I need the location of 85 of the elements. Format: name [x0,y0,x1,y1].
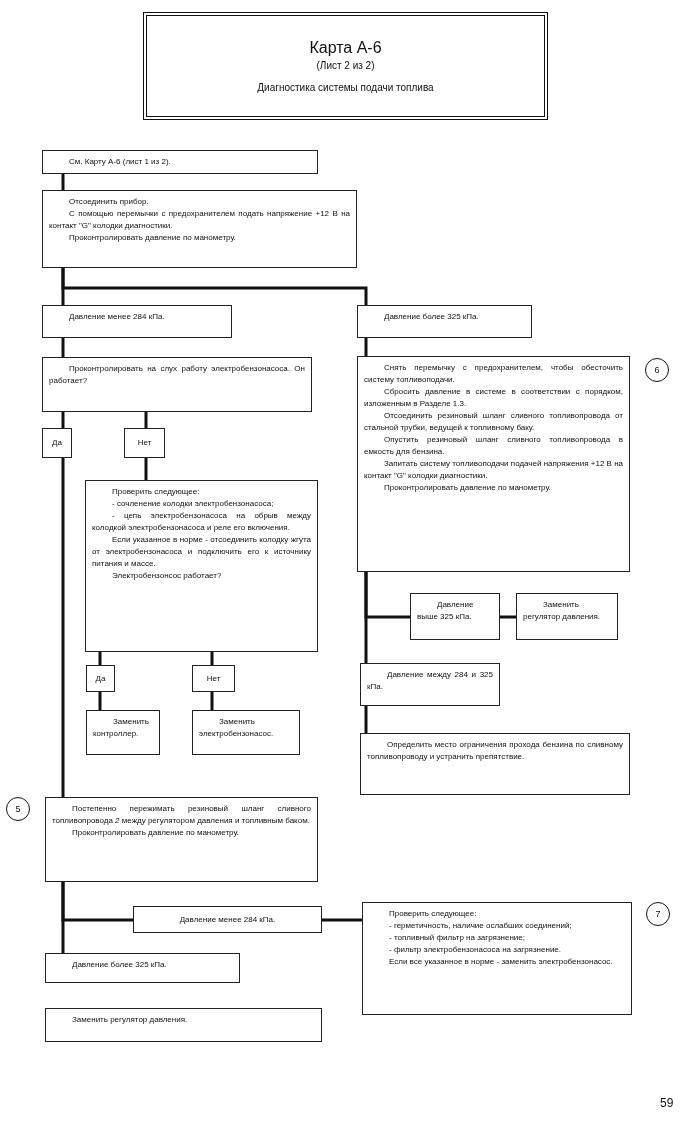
step-text: Проконтролировать на слух работу электробензонасоса. Он работает? [49,363,305,387]
answer-box [124,428,165,458]
step-text: Если указанное в норме - отсоединить колодку жгута от электробензонасоса и подключить его к источнику питания и массе. [92,534,311,570]
step-text: - топливный фильтр на загрязнение; [388,932,526,944]
connector-line [322,918,362,922]
connector-line [210,692,214,710]
step-text: Нет [137,437,152,449]
connector-line [210,652,214,665]
connector-line [500,615,516,619]
callout-number: 5 [6,797,30,821]
step-text: Запитать систему топливоподачи подачей напряжения +12 В на контакт "G" колодки диагностики. [364,458,623,482]
process-box [192,710,300,755]
step-text: Проверить следующее: [111,486,201,498]
step-text: Заменить электробензонасос. [199,716,275,740]
process-box [516,593,618,640]
step-text: Проконтролировать давление по манометру. [383,482,552,494]
connector-line [61,412,65,428]
step-text: Давление между 284 и 325 кПа. [367,669,493,693]
step-text: - герметичность, наличие ослабших соединений; [388,920,573,932]
process-box [42,190,357,268]
step-text: Отсоединить резиновый шланг сливного топливопровода от стальной трубки, ведущей к топливному баку. [364,410,623,434]
step-text: Если все указанное в норме - заменить электробензонасос. [388,956,614,968]
connector-line [364,706,368,733]
process-box [42,357,312,412]
step-text: См. Карту А-6 (лист 1 из 2). [68,156,172,168]
process-box [410,593,500,640]
connector-line [98,652,102,665]
process-box [45,953,240,983]
process-box [357,305,532,338]
answer-box [86,665,115,692]
step-text: Нет [206,672,221,685]
step-text: Давление менее 284 кПа. [179,913,276,926]
process-box [360,733,630,795]
process-box [133,906,322,933]
step-text: - сочленение колодки электробензонасоса; [111,498,275,510]
process-box [362,902,632,1015]
step-text: Давление более 325 кПа. [71,959,168,971]
step-text: Электробензонсос работает? [111,570,223,582]
callout-number: 7 [646,902,670,926]
step-text: Давление более 325 кПа. [383,311,480,323]
answer-box [192,665,235,692]
step-text: Заменить контроллер. [93,716,150,740]
process-box [86,710,160,755]
subtitle: Диагностика системы подачи топлива [257,82,434,95]
process-box [357,356,630,572]
step-text: Заменить регулятор давления. [523,599,602,623]
step-text: Проконтролировать давление по манометру. [71,827,240,839]
connector-line [98,692,102,710]
step-text: - цепь электробензонасоса на обрыв между колодкой электробензонасоса и реле его включения. [92,510,311,534]
connector-line [61,338,65,357]
connector-line [61,174,65,190]
step-text: С помощью перемычки с предохранителем подать напряжение +12 В на контакт "G" колодки диагностики. [49,208,350,232]
page-number: 59 [660,1096,674,1110]
process-box [360,663,500,706]
subtitle: (Лист 2 из 2) [316,59,375,72]
step-text: Опустить резиновый шланг сливного топливопровода в емкость для бензина. [364,434,623,458]
connector-line [61,458,65,797]
process-box [85,480,318,652]
step-text: Проверить следующее: [388,908,478,920]
answer-box [42,428,72,458]
process-box [45,1008,322,1042]
connector-line [144,412,148,428]
title: Карта А-6 [309,37,382,58]
callout-number: 6 [645,358,669,382]
process-box [42,305,232,338]
connector-line [61,268,368,305]
step-text: - фильтр электробензонасоса на загрязнение. [388,944,563,956]
step-text: Отсоединить прибор. [68,196,150,208]
connector-line [144,458,148,480]
step-text: Да [95,672,106,685]
connector-line [364,572,368,663]
step-text: Сбросить давление в системе в соответствии с порядком, изложенным в Разделе 1.3. [364,386,623,410]
step-text: Постепенно пережимать резиновый шланг сливного топливопровода 2 между регулятором давления и топливным баком. [52,803,311,827]
connector-line [61,882,65,953]
step-text: Снять перемычку с предохранителем, чтобы обесточить систему топливоподачи. [364,362,623,386]
step-text: Да [52,437,62,449]
step-text: Давление выше 325 кПа. [417,599,475,623]
step-text: Заменить регулятор давления. [71,1014,189,1026]
connector-line [364,338,368,356]
step-text: Определить место ограничения прохода бензина по сливному топливопроводу и устранить препятствие. [367,739,623,763]
process-box [42,150,318,174]
step-text: Давление менее 284 кПа. [68,311,166,323]
process-box [45,797,318,882]
step-text: Проконтролировать давление по манометру. [68,232,237,244]
title-block [143,12,548,120]
